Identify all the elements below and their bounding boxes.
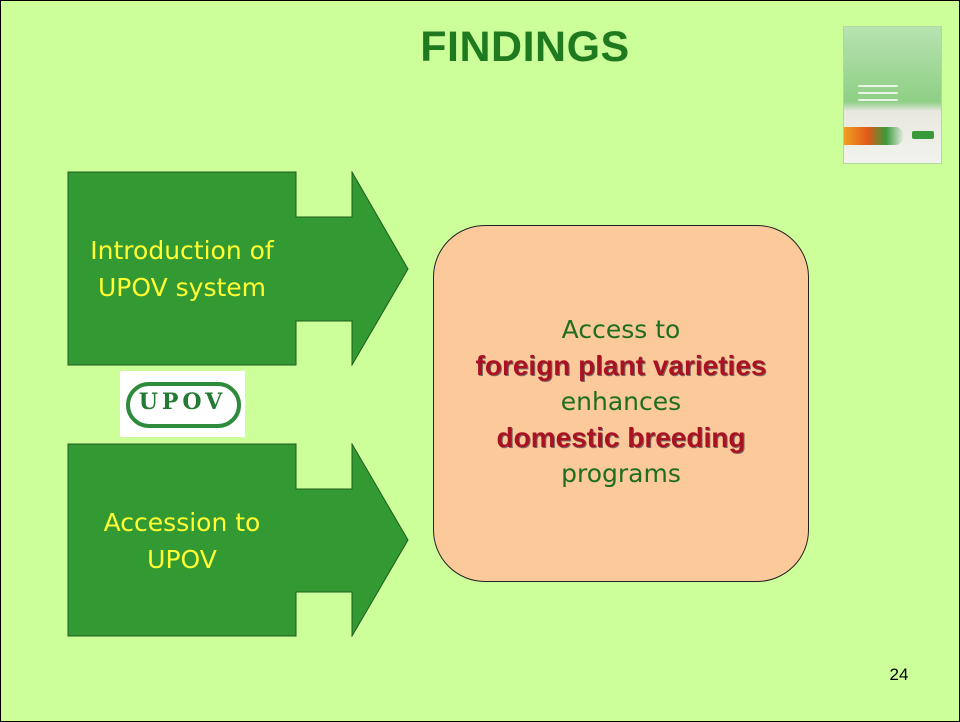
- logo-oval: [126, 382, 241, 428]
- arrow-shape: [67, 171, 409, 366]
- result-line-2: enhances: [560, 387, 682, 416]
- upov-logo: UPOV: [120, 371, 245, 437]
- result-highlight-1: foreign plant varieties: [475, 350, 767, 381]
- result-highlight-2: domestic breeding: [496, 422, 746, 453]
- arrow-introduction: Introduction of UPOV system: [67, 171, 412, 366]
- report-cover-thumbnail: [843, 26, 942, 164]
- cover-flower-graphic: [844, 127, 904, 145]
- cover-badge: [912, 131, 934, 139]
- result-box-text: Access to foreign plant varieties enhanc…: [434, 312, 808, 492]
- slide-title: FINDINGS: [420, 23, 630, 71]
- arrow-label-line-2: UPOV: [147, 545, 217, 574]
- arrow-shape: [67, 443, 409, 637]
- cover-text-lines: [858, 85, 898, 115]
- arrow-accession: Accession to UPOV: [67, 443, 412, 637]
- result-line-3: programs: [561, 459, 681, 488]
- logo-text: UPOV: [138, 389, 227, 415]
- result-box: Access to foreign plant varieties enhanc…: [433, 225, 809, 582]
- arrow-label-line-2: UPOV system: [97, 273, 267, 302]
- arrow-label-line-1: Accession to: [103, 508, 261, 537]
- arrow-label-line-1: Introduction of: [90, 236, 274, 265]
- result-line-1: Access to: [561, 315, 681, 344]
- page-number: 24: [889, 665, 909, 684]
